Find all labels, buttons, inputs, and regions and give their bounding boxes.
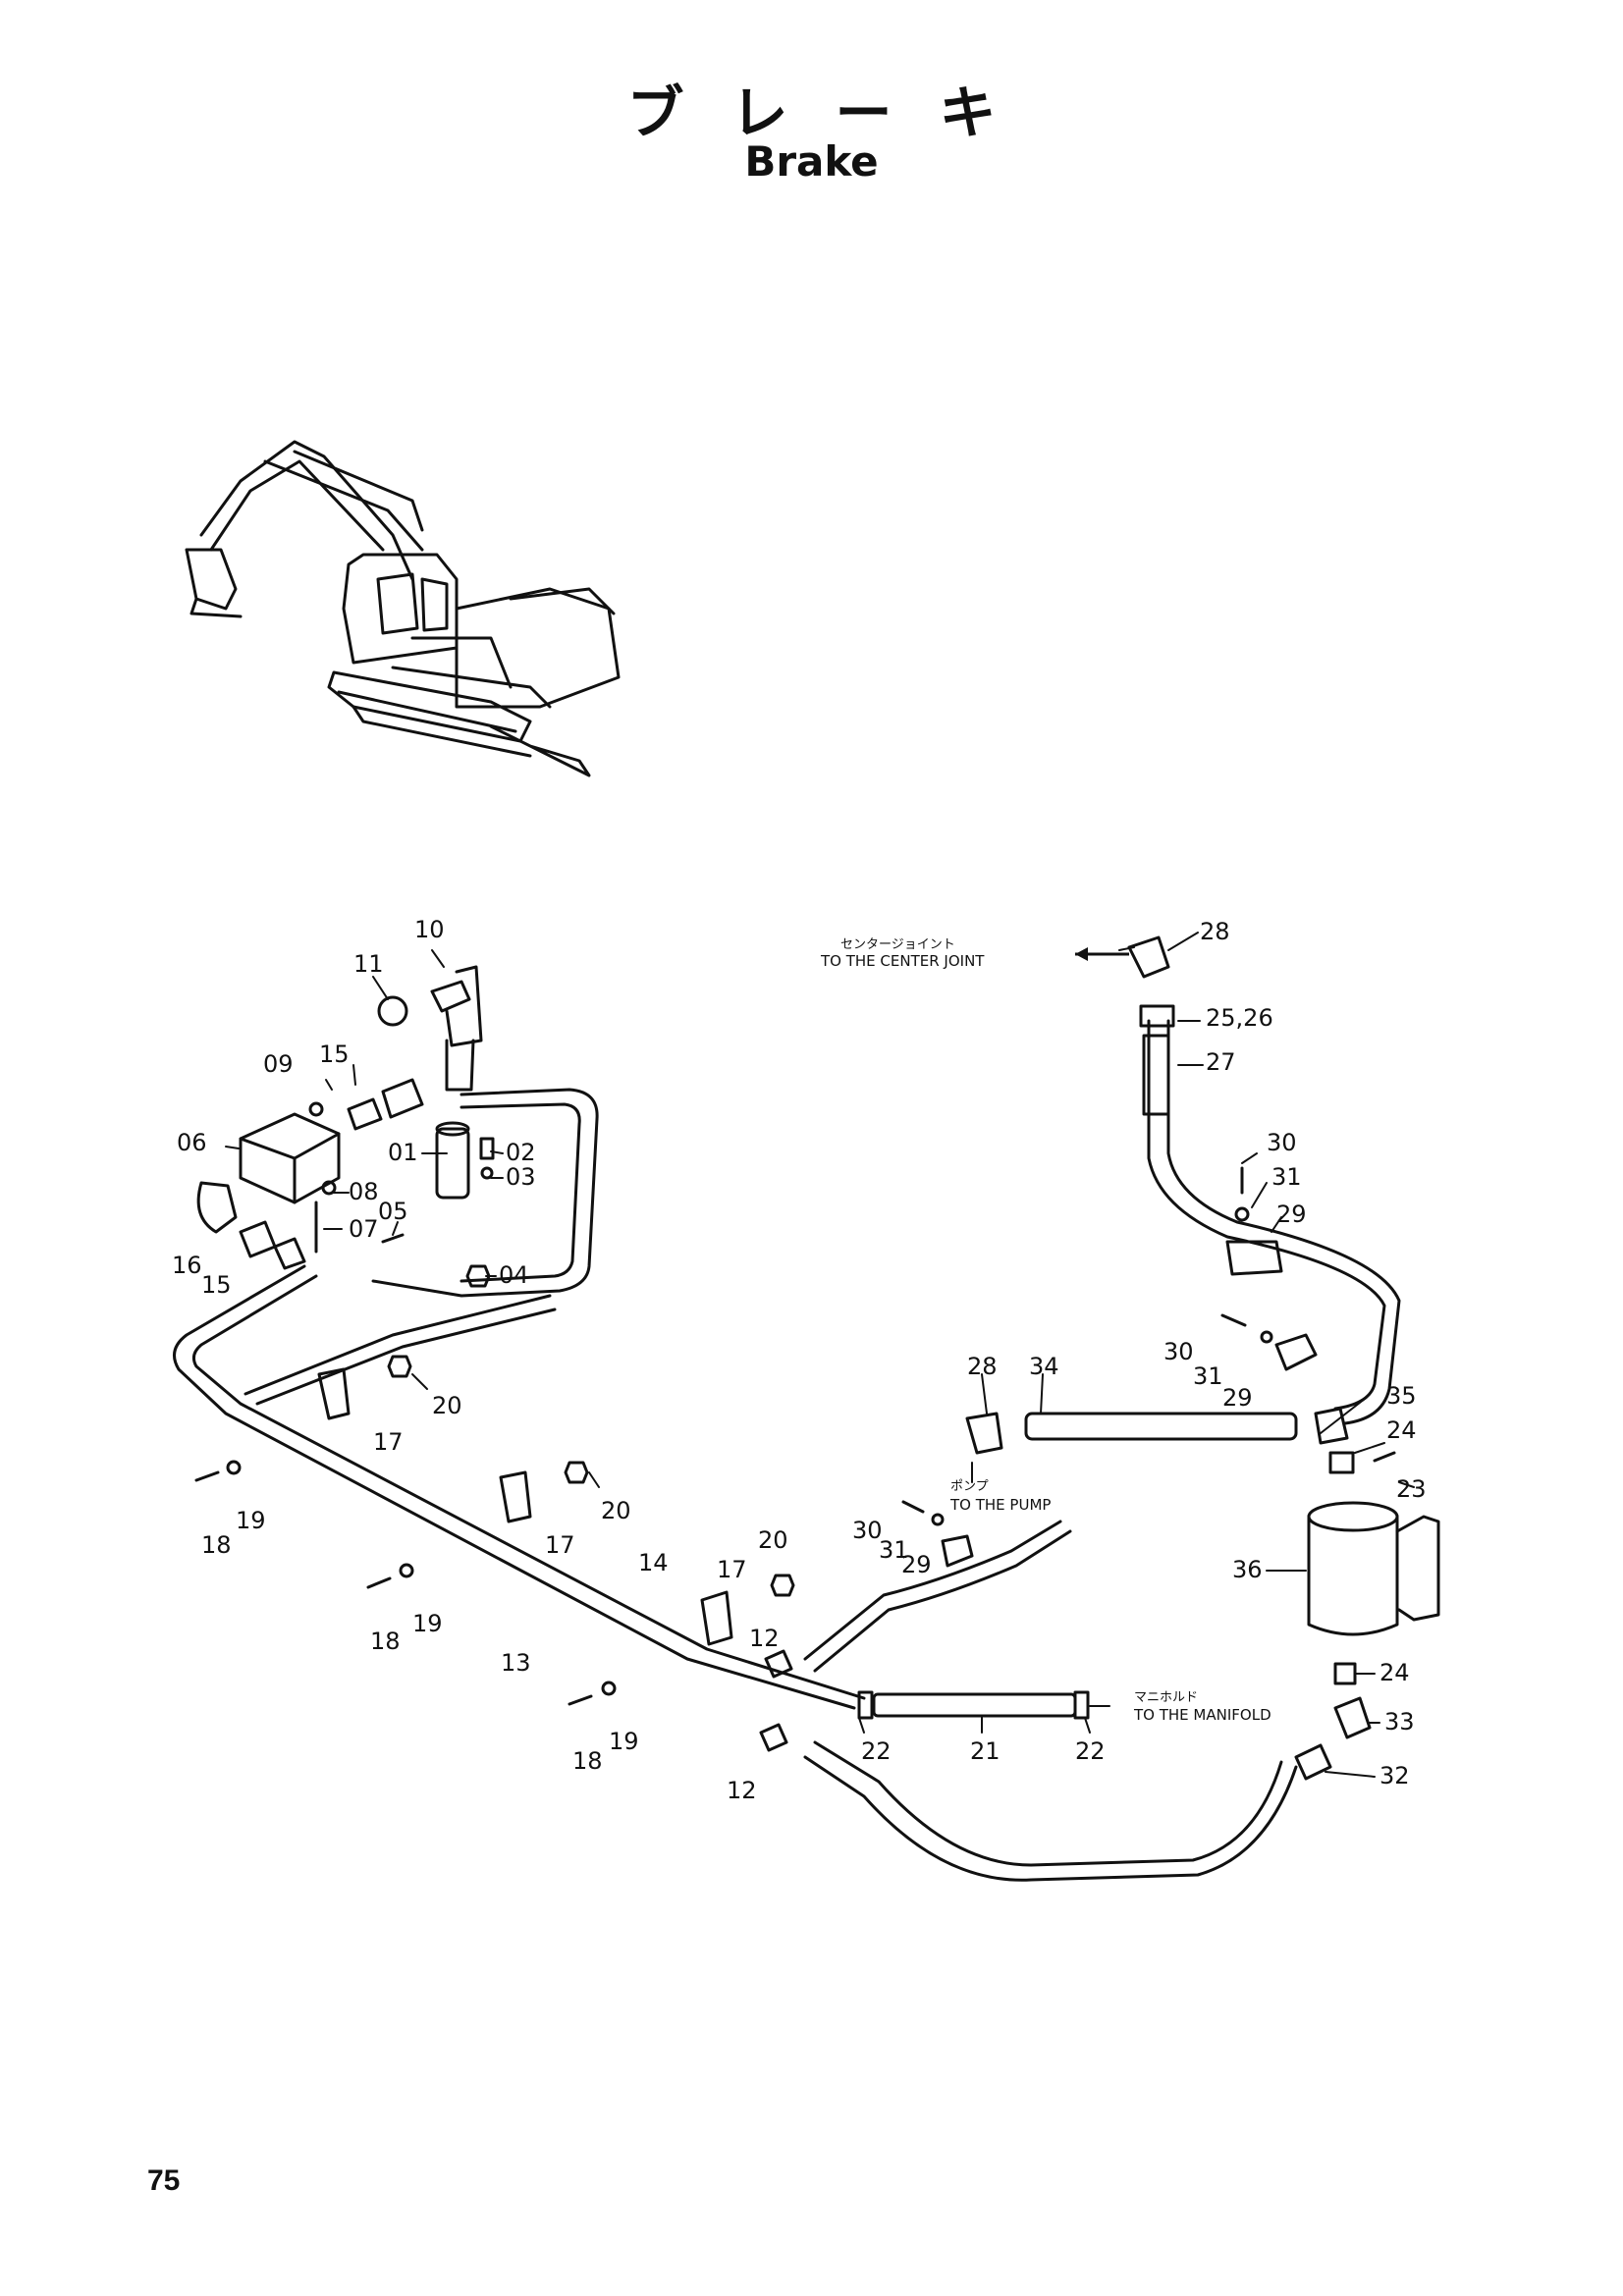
callout-29c: 29 (901, 1551, 932, 1578)
callout-28b: 28 (967, 1353, 998, 1380)
leader-lines (225, 932, 1415, 1778)
callout-34: 34 (1029, 1353, 1059, 1380)
callout-30a: 30 (1267, 1129, 1297, 1156)
callout-labels: 10 11 09 15 06 01 02 03 08 07 05 04 16 1… (172, 916, 1427, 1804)
manifold-note: TO THE MANIFOLD (1133, 1706, 1271, 1724)
pipe-network (173, 1019, 1401, 1882)
callout-19a: 19 (236, 1507, 266, 1534)
callout-18a: 18 (201, 1531, 232, 1559)
center-joint-note-jp: センタージョイント (840, 937, 955, 952)
callout-36: 36 (1232, 1556, 1263, 1583)
page-title-english: Brake (744, 137, 879, 186)
callout-12a: 12 (749, 1625, 780, 1652)
callout-33: 33 (1384, 1708, 1415, 1735)
callout-03: 03 (506, 1163, 536, 1191)
callout-20a: 20 (432, 1392, 462, 1419)
callout-20c: 20 (758, 1526, 788, 1554)
callout-18b: 18 (370, 1628, 401, 1655)
callout-14: 14 (638, 1549, 669, 1576)
callout-18c: 18 (572, 1747, 603, 1775)
center-joint-note: TO THE CENTER JOINT (820, 952, 985, 970)
callout-31a: 31 (1271, 1163, 1302, 1191)
callout-20b: 20 (601, 1497, 631, 1524)
page-title-japanese: ブレーキ (626, 80, 1044, 146)
callout-31b: 31 (1193, 1362, 1223, 1390)
pump-note-jp: ポンプ (950, 1479, 989, 1494)
callout-29b: 29 (1222, 1384, 1253, 1412)
callout-05: 05 (378, 1198, 408, 1225)
callout-24a: 24 (1386, 1416, 1417, 1444)
callout-10: 10 (414, 916, 445, 943)
callout-16: 16 (172, 1252, 202, 1279)
manifold-note-jp: マニホルド (1134, 1690, 1198, 1705)
callout-23: 23 (1396, 1475, 1427, 1503)
callout-21: 21 (970, 1737, 1001, 1765)
callout-19b: 19 (412, 1610, 443, 1637)
components (194, 935, 1440, 1781)
callout-17a: 17 (373, 1428, 404, 1456)
callout-30b: 30 (1163, 1338, 1194, 1365)
callout-19c: 19 (609, 1728, 639, 1755)
page-number: 75 (147, 2164, 181, 2197)
callout-15b: 15 (201, 1271, 232, 1299)
callout-22a: 22 (861, 1737, 892, 1765)
excavator-illustration (185, 440, 621, 777)
callout-08: 08 (349, 1178, 379, 1205)
callout-11: 11 (353, 950, 384, 978)
callout-30c: 30 (852, 1517, 883, 1544)
callout-24b: 24 (1380, 1659, 1410, 1686)
destination-notes: センタージョイント TO THE CENTER JOINT ポンプ TO THE… (820, 937, 1271, 1724)
callout-09: 09 (263, 1050, 294, 1078)
callout-28a: 28 (1200, 918, 1230, 945)
callout-22b: 22 (1075, 1737, 1106, 1765)
callout-32: 32 (1380, 1762, 1410, 1789)
callout-35: 35 (1386, 1382, 1417, 1410)
callout-13: 13 (501, 1649, 531, 1677)
callout-31c: 31 (879, 1536, 909, 1564)
callout-07: 07 (349, 1215, 379, 1243)
callout-04: 04 (499, 1261, 529, 1289)
callout-17b: 17 (545, 1531, 575, 1559)
callout-01: 01 (388, 1139, 418, 1166)
callout-02: 02 (506, 1139, 536, 1166)
callout-15a: 15 (319, 1041, 350, 1068)
callout-27: 27 (1206, 1048, 1236, 1076)
callout-17c: 17 (717, 1556, 747, 1583)
callout-06: 06 (177, 1129, 207, 1156)
pump-note: TO THE PUMP (949, 1496, 1051, 1514)
callout-12b: 12 (727, 1777, 757, 1804)
callout-29a: 29 (1276, 1201, 1307, 1228)
callout-25-26: 25,26 (1206, 1004, 1273, 1032)
